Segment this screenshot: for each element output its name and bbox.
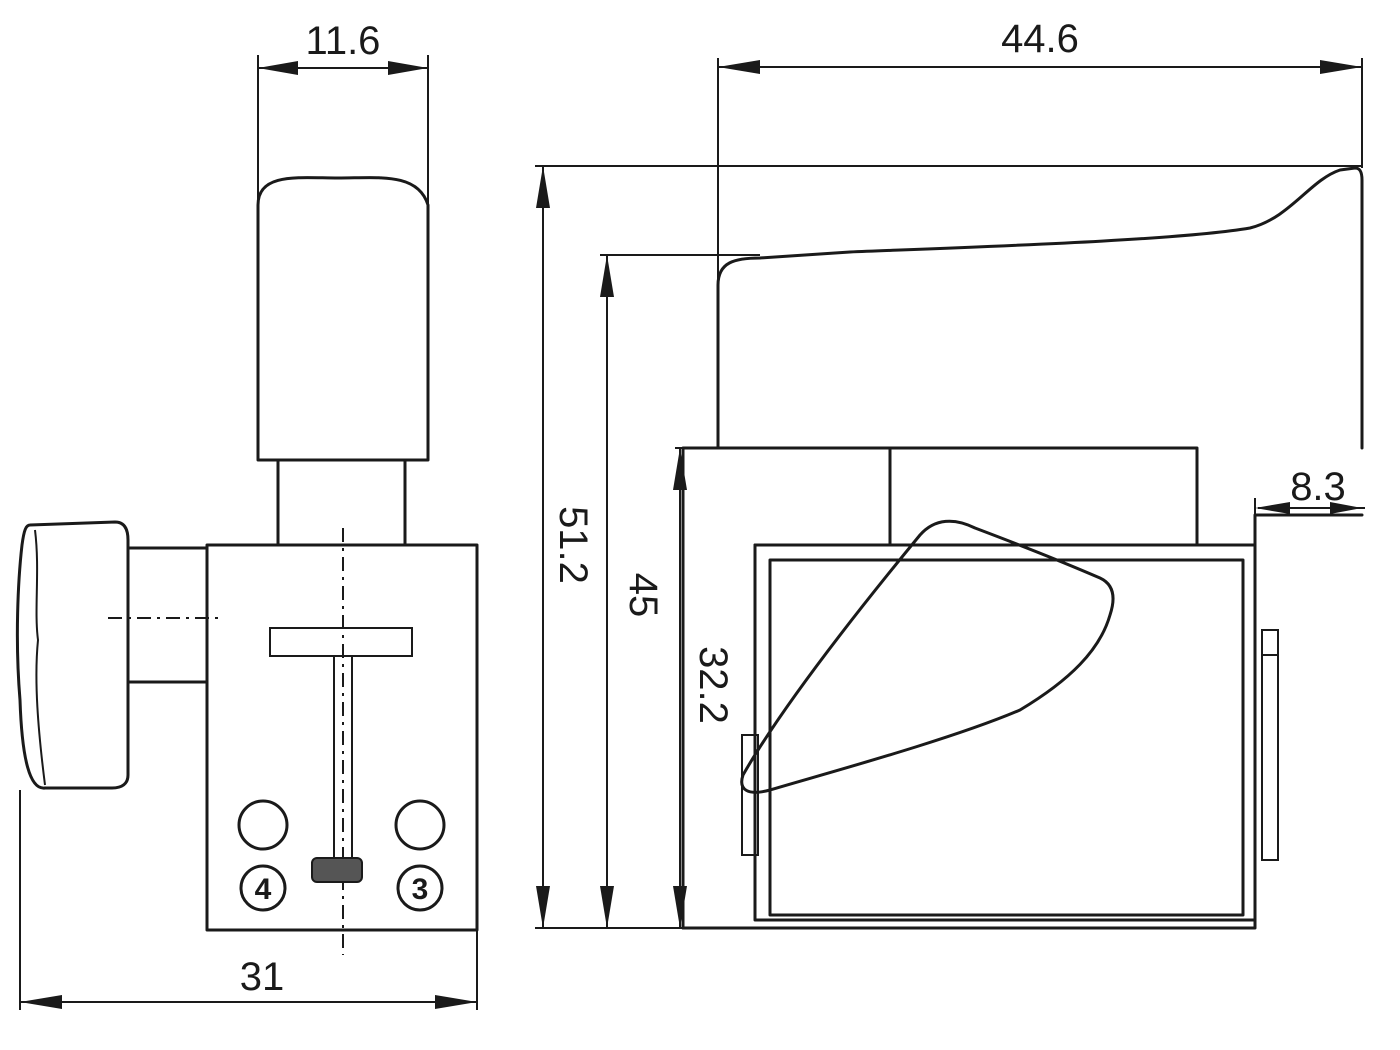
side-inner-frame	[753, 543, 1257, 922]
terminal-hole-right	[394, 799, 446, 851]
side-view: 44.6 51.2 45 32.2	[535, 17, 1365, 930]
front-view: 4 3 11.6 31	[15, 19, 479, 1010]
slider-knob	[311, 857, 363, 883]
svg-text:31: 31	[240, 955, 285, 999]
dimension-11-6: 11.6	[257, 19, 429, 205]
terminal-mark-left-circle	[239, 864, 287, 912]
t-slider-bar	[269, 627, 413, 657]
dimension-31: 31	[19, 790, 478, 1010]
side-housing-top	[681, 446, 1199, 930]
svg-text:51.2: 51.2	[551, 506, 595, 584]
side-housing-lower	[681, 513, 1364, 930]
side-lock-knob	[15, 520, 130, 790]
svg-text:8.3: 8.3	[1290, 465, 1346, 509]
front-body	[205, 543, 479, 932]
side-clip	[1261, 629, 1279, 861]
dimension-8-3: 8.3	[1254, 465, 1365, 515]
svg-text:45: 45	[621, 573, 665, 618]
svg-text:11.6: 11.6	[306, 19, 381, 63]
dimension-32-2: 32.2	[673, 447, 735, 928]
side-inner-panel	[768, 558, 1245, 917]
front-trigger-cap	[256, 176, 430, 462]
side-trigger	[716, 166, 1364, 450]
dimension-44-6: 44.6	[717, 17, 1363, 448]
dimension-45: 45	[600, 254, 760, 928]
side-lock-lever	[740, 519, 1115, 794]
dimension-51-2: 51.2	[535, 165, 1362, 929]
terminal-hole-left	[237, 799, 289, 851]
svg-text:44.6: 44.6	[1001, 17, 1079, 61]
terminal-mark-right: 3	[412, 873, 429, 906]
terminal-mark-right-circle	[396, 864, 444, 912]
svg-text:32.2: 32.2	[691, 646, 735, 724]
terminal-mark-left: 4	[255, 873, 272, 906]
